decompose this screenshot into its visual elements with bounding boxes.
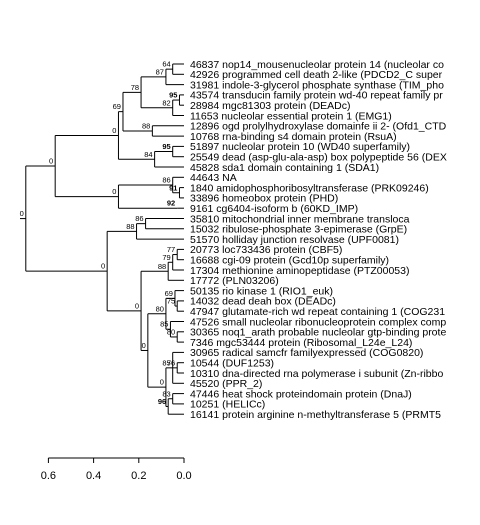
support-value: 86 — [162, 176, 170, 185]
support-value: 0 — [112, 126, 116, 135]
axis-tick-label: 0.6 — [41, 470, 56, 482]
support-value: 82 — [162, 98, 170, 107]
support-value: 64 — [162, 60, 170, 69]
scale-axis: 0.6 0.4 0.2 0.0 — [41, 457, 192, 482]
support-value: 69 — [165, 289, 173, 298]
support-value: 0 — [160, 378, 164, 387]
support-value: 87 — [156, 67, 164, 76]
leaf-label: 9161 cg6404-isoform b (60KD_IMP) — [190, 203, 358, 215]
support-value: 69 — [113, 102, 121, 111]
tree-branches — [20, 63, 184, 415]
leaf-label: 45828 sda1 domain containing 1 (SDA1) — [190, 162, 379, 174]
leaf-label: 12896 ogd prolylhydroxylase domainfe ii … — [190, 121, 447, 133]
leaf-label: 45520 (PPR_2) — [190, 378, 262, 390]
leaf-label: 10251 (HELICc) — [190, 399, 265, 411]
support-value: 91 — [169, 183, 177, 192]
support-value: 75 — [167, 297, 175, 306]
support-value: 88 — [142, 121, 150, 130]
leaf-label: 1840 amidophosphoribosyltransferase (PRK… — [190, 182, 429, 194]
leaf-label: 47947 glutamate-rich wd repeat containin… — [190, 306, 445, 318]
leaf-label: 20773 loc733436 protein (CBF5) — [190, 244, 342, 256]
axis-tick-label: 0.2 — [131, 470, 146, 482]
leaf-label: 50135 rio kinase 1 (RIO1_euk) — [190, 285, 333, 297]
support-value: 85 — [160, 320, 168, 329]
support-value: 0 — [101, 262, 105, 271]
support-value: 0 — [142, 341, 146, 350]
leaf-label: 11653 nucleolar essential protein 1 (EMG… — [190, 110, 392, 122]
leaf-label: 44643 NA — [190, 172, 237, 184]
leaf-label: 16688 cgi-09 protein (Gcd10p superfamily… — [190, 255, 389, 267]
leaf-label: 25549 dead (asp-glu-ala-asp) box polypep… — [190, 152, 447, 164]
leaf-label: 47446 heat shock proteindomain protein (… — [190, 388, 412, 400]
leaf-label: 47526 small nucleolar ribonucleoprotein … — [190, 316, 446, 328]
support-value: 96 — [158, 397, 166, 406]
leaf-label: 31981 indole-3-glycerol phosphate syntha… — [190, 79, 444, 91]
axis-tick-label: 0.0 — [176, 470, 191, 482]
support-value: 0 — [20, 209, 24, 218]
support-value: 0 — [49, 157, 53, 166]
leaf-label: 42926 programmed cell death 2-like (PDCD… — [190, 69, 443, 81]
support-value: 77 — [167, 245, 175, 254]
support-value: 95 — [169, 91, 177, 100]
support-value: 0 — [112, 187, 116, 196]
support-value: 80 — [167, 327, 175, 336]
support-value: 80 — [156, 304, 164, 313]
leaf-label: 10310 dna-directed rna polymerase i subu… — [190, 368, 443, 380]
leaf-label: 30365 noq1_arath probable nucleolar gtp-… — [190, 327, 446, 339]
leaf-label: 17304 methionine aminopeptidase (PTZ0005… — [190, 265, 409, 277]
support-value: 85 — [162, 358, 170, 367]
leaf-label: 51570 holliday junction resolvase (UPF00… — [190, 234, 399, 246]
leaf-label: 16141 protein arginine n-methyltransfera… — [190, 409, 441, 421]
leaf-label: 35810 mitochondrial inner membrane trans… — [190, 213, 410, 225]
leaf-label: 10544 (DUF1253) — [190, 358, 274, 370]
support-value: 95 — [162, 142, 170, 151]
leaf-label: 14032 dead deah box (DEADc) — [190, 296, 336, 308]
support-value: 78 — [131, 83, 139, 92]
support-value: 88 — [158, 262, 166, 271]
support-value: 84 — [144, 150, 152, 159]
leaf-label: 10768 rna-binding s4 domain protein (Rsu… — [190, 131, 397, 143]
leaf-label: 43574 transducin family protein wd-40 re… — [190, 90, 443, 102]
leaf-label: 51897 nucleolar protein 10 (WD40 superfa… — [190, 141, 410, 153]
leaf-label: 30965 radical samcfr familyexpressed (CO… — [190, 347, 423, 359]
axis-tick-label: 0.4 — [86, 470, 101, 482]
support-value: 79 — [162, 253, 170, 262]
support-value: 88 — [126, 222, 134, 231]
leaf-label: 28984 mgc81303 protein (DEADc) — [190, 100, 351, 112]
support-value: 76 — [167, 358, 175, 367]
support-value: 83 — [162, 389, 170, 398]
support-value: 0 — [135, 301, 139, 310]
leaf-label: 46837 nop14_mousenucleolar protein 14 (n… — [190, 59, 444, 71]
leaf-label: 7346 mgc53444 protein (Ribosomal_L24e_L2… — [190, 337, 412, 349]
support-value: 92 — [167, 199, 175, 208]
support-value: 86 — [135, 214, 143, 223]
leaf-label: 33896 homeobox protein (PHD) — [190, 193, 338, 205]
leaf-label: 15032 ribulose-phosphate 3-epimerase (Gr… — [190, 224, 407, 236]
leaf-label: 17772 (PLN03206) — [190, 275, 279, 287]
